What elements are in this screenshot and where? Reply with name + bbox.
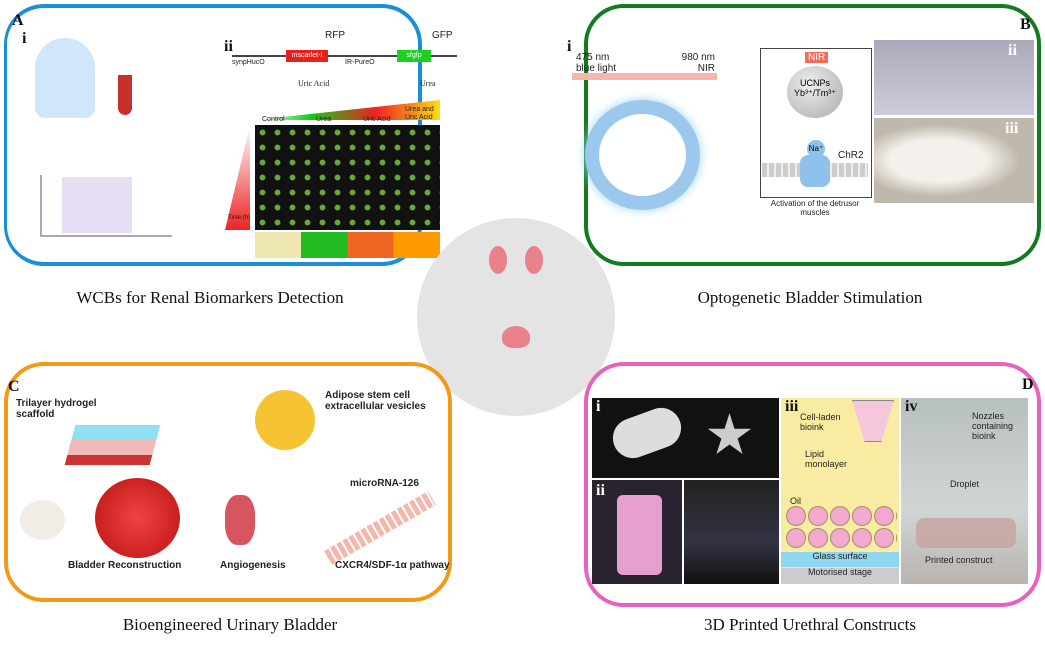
- urinary-system-icon: [417, 218, 615, 416]
- hydrogel-scaffold: [64, 425, 161, 465]
- bladder-diagram: [585, 100, 700, 210]
- plate-col-both: Urea and Uric Acid: [405, 106, 434, 121]
- panel-a-letter: A: [12, 12, 24, 29]
- stage-label: Motorised stage: [781, 567, 899, 584]
- mirna-label: microRNA-126: [350, 478, 419, 489]
- construct-label: Printed construct: [925, 555, 993, 565]
- inducer-uric-acid: Uric Acid: [298, 79, 330, 88]
- scaffold-label: Trilayer hydrogel scaffold: [16, 398, 97, 420]
- inducer-urea: Urea: [420, 79, 436, 88]
- glass-label: Glass surface: [781, 551, 899, 567]
- ucnps-label: UCNPs: [799, 78, 830, 88]
- rat-photo: [874, 118, 1034, 203]
- nir-light-label: 980 nm NIR: [681, 52, 715, 74]
- gene-2-label: sfgfp: [406, 52, 422, 59]
- ion-label: Na⁺: [808, 144, 824, 153]
- promoter-2: IR-PureO: [345, 59, 375, 66]
- panel-c-caption: Bioengineered Urinary Bladder: [122, 615, 338, 634]
- panel-c-frame: [4, 362, 452, 602]
- vesicles-label: Adipose stem cell extracellular vesicles: [325, 390, 426, 412]
- cell-strip: [255, 232, 440, 258]
- dopants-label: Yb³⁺/Tm³⁺: [794, 88, 836, 98]
- activation-label: Activation of the detrusor muscles: [770, 199, 860, 217]
- droplet-label: Droplet: [950, 479, 980, 489]
- panel-b-frame: [584, 4, 1041, 266]
- panel-b-sub-i: i: [567, 38, 572, 55]
- printer-photo: [684, 480, 779, 584]
- panel-b-caption: Optogenetic Bladder Stimulation: [697, 288, 923, 307]
- skin-layer: [572, 73, 717, 80]
- bioink-label: Cell-laden bioink: [800, 412, 841, 432]
- chr2-channel: [800, 155, 830, 187]
- well-plate-image: [255, 125, 440, 230]
- nir-label: NIR: [805, 52, 829, 63]
- promoter-1: synpHucO: [232, 59, 265, 66]
- reconstruction-label: Bladder Reconstruction: [68, 560, 182, 571]
- angiogenesis-icon: [225, 495, 255, 545]
- panel-d-caption: 3D Printed Urethral Constructs: [704, 615, 916, 634]
- printing-photo: [901, 398, 1028, 584]
- pathway-label: CXCR4/SDF-1α pathway: [335, 560, 450, 571]
- plate-col-control: Control: [262, 116, 285, 123]
- blood-tube-icon: [118, 75, 132, 115]
- surgery-image: [874, 40, 1034, 115]
- panel-d-sub-iii: iii: [785, 398, 799, 415]
- chr2-label: ChR2: [838, 150, 864, 161]
- stem-cell: [255, 390, 315, 450]
- blue-light-label: 475 nm blue light: [576, 52, 617, 74]
- panel-d-frame: [584, 362, 1041, 607]
- oil-label: Oil: [790, 496, 801, 506]
- panel-a-sub-ii: ii: [224, 38, 233, 55]
- biosensor-plot: [40, 175, 172, 237]
- rat-icon: [20, 500, 65, 540]
- panel-d-sub-i: i: [596, 398, 601, 415]
- panel-b-sub-ii: ii: [1008, 42, 1017, 59]
- scaffold-photo: [592, 398, 779, 478]
- panel-a-caption: WCBs for Renal Biomarkers Detection: [76, 288, 344, 307]
- panel-d-letter: D: [1022, 376, 1034, 393]
- nozzles-label: Nozzles containing bioink: [972, 411, 1014, 441]
- plate-col-urea: Urea: [316, 116, 332, 123]
- sodium-ion: Na⁺: [807, 140, 825, 158]
- reporter-gfp: GFP: [432, 30, 453, 41]
- panel-d-sub-ii: ii: [596, 482, 605, 499]
- panel-b-sub-iii: iii: [1005, 120, 1019, 137]
- panel-b-letter: B: [1020, 16, 1031, 33]
- time-label: Time (h): [228, 215, 251, 221]
- panel-d-sub-iv: iv: [905, 398, 918, 415]
- gene-circuit-line: [232, 55, 457, 57]
- gene-1: mscarlet-I: [286, 50, 328, 62]
- bladder-reconstruction: [95, 478, 180, 558]
- panel-a-sub-i: i: [22, 30, 27, 47]
- plate-col-uric: Uric Acid: [363, 116, 391, 123]
- panel-c-letter: C: [8, 378, 20, 395]
- lipid-label: Lipid monolayer: [805, 449, 848, 469]
- angiogenesis-label: Angiogenesis: [220, 560, 286, 571]
- gene-2: sfgfp: [397, 50, 431, 62]
- human-body-icon: [35, 38, 95, 118]
- printed-tube-photo: [592, 480, 682, 584]
- reporter-rfp: RFP: [325, 30, 345, 41]
- droplet-cells: [785, 505, 897, 550]
- gene-1-label: mscarlet-I: [291, 52, 323, 59]
